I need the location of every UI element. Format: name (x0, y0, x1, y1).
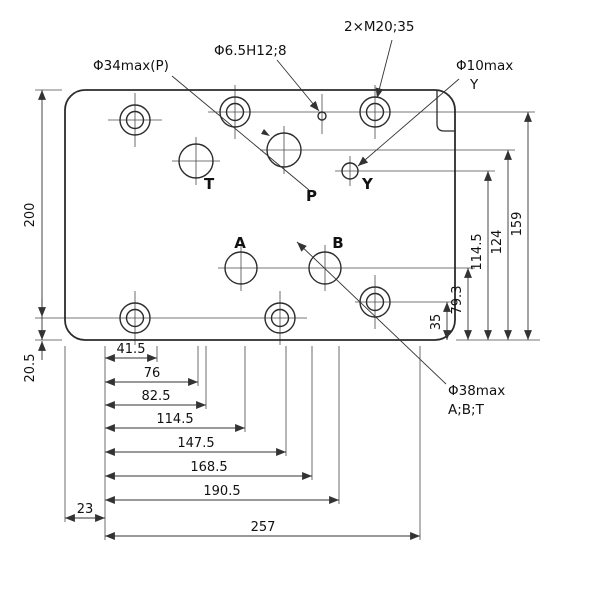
bolt-hole-top-left (119, 104, 151, 136)
port-holes (178, 111, 359, 285)
leader-m20 (375, 39, 393, 99)
annotation-phi10-sub: Y (469, 77, 479, 93)
port-p-circle (266, 132, 302, 168)
port-b-circle (308, 251, 342, 285)
dim-159: 159 (510, 212, 525, 237)
dimension-right: 35 79.3 114.5 124 159 (429, 112, 532, 340)
dimension-bottom: 41.5 76 82.5 114.5 147.5 168.5 190.5 23 … (65, 342, 420, 540)
dim-168-5: 168.5 (190, 460, 227, 475)
port-t-label: T (204, 175, 215, 193)
dim-76: 76 (144, 366, 161, 381)
dim-147-5: 147.5 (177, 436, 214, 451)
annotation-phi34: Φ34max(P) (93, 58, 169, 74)
annotation-phi10: Φ10max (456, 58, 513, 74)
leader-phi38 (296, 241, 447, 385)
port-p-label: P (306, 187, 317, 205)
dim-257: 257 (251, 520, 276, 535)
annotation-phi38-sub: A;B;T (448, 402, 485, 418)
dimension-left: 200 20.5 (23, 90, 46, 383)
dim-190-5: 190.5 (203, 484, 240, 499)
bolt-hole-top-center (219, 96, 251, 128)
dim-114-5-right: 114.5 (470, 233, 485, 270)
bolt-hole-bottom-center (264, 302, 296, 334)
leader-phi10 (357, 78, 460, 167)
dim-35: 35 (429, 314, 444, 331)
dim-41-5: 41.5 (117, 342, 146, 357)
extension-lines (35, 89, 540, 540)
leader-phi34-arrow (261, 129, 270, 136)
annotation-leaders (171, 39, 460, 385)
port-b-label: B (332, 234, 343, 252)
dim-114-5-bottom: 114.5 (156, 412, 193, 427)
leader-phi65 (276, 59, 320, 112)
pilot-hole-circle (317, 111, 327, 121)
port-y-circle (341, 162, 359, 180)
port-labels: T P Y A B (204, 175, 374, 252)
annotation-phi38: Φ38max (448, 383, 505, 399)
bolt-hole-bottom-left (119, 302, 151, 334)
plate-corner-step (436, 90, 455, 132)
dim-124: 124 (490, 230, 505, 255)
bolt-holes (119, 96, 391, 334)
leader-phi34 (171, 75, 310, 191)
dim-20-5: 20.5 (23, 354, 38, 383)
port-a-circle (224, 251, 258, 285)
bolt-hole-top-right (359, 96, 391, 128)
dim-82-5: 82.5 (142, 389, 171, 404)
port-t-circle (178, 143, 214, 179)
annotations: Φ34max(P) Φ6.5H12;8 2×M20;35 Φ10max Y Φ3… (93, 19, 513, 418)
dim-23: 23 (77, 502, 94, 517)
annotation-phi65: Φ6.5H12;8 (214, 43, 287, 59)
port-a-label: A (234, 234, 246, 252)
annotation-m20: 2×M20;35 (344, 19, 414, 35)
dim-200: 200 (23, 203, 38, 228)
dim-79-3: 79.3 (450, 286, 465, 315)
port-y-label: Y (361, 175, 374, 193)
plate-outline (64, 89, 456, 341)
